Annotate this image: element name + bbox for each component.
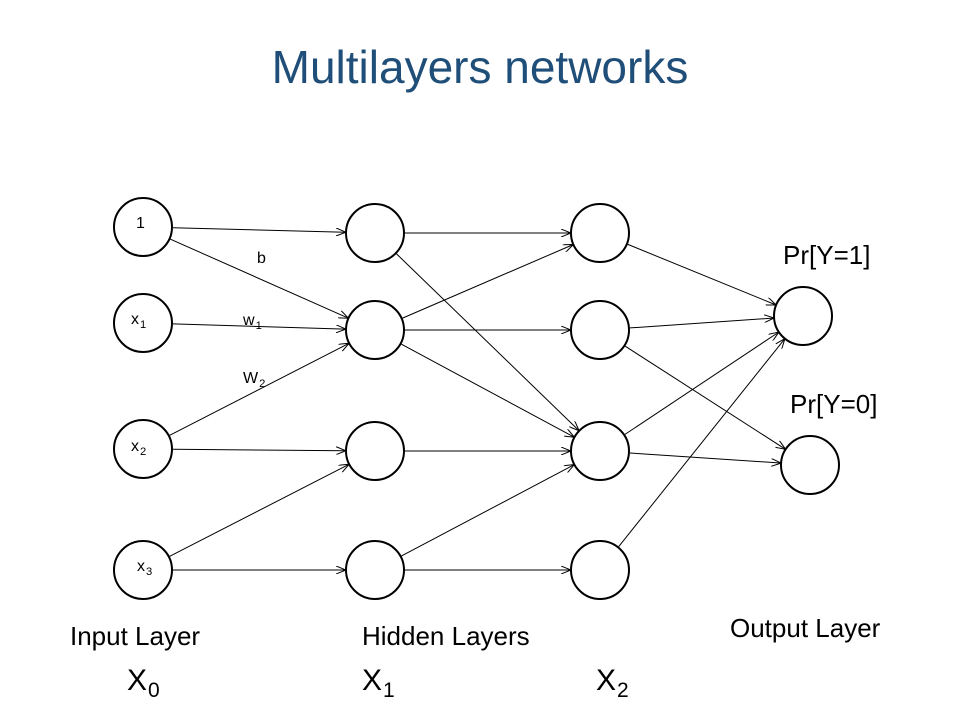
edge-g0-o0	[627, 243, 775, 304]
input-layer-label: Input Layer	[70, 621, 201, 651]
edge-i0-h0	[172, 227, 345, 232]
output-label-y1: Pr[Y=1]	[783, 240, 871, 270]
edge-g3-o0	[618, 339, 785, 547]
node-i1	[113, 293, 173, 353]
node-g2	[570, 421, 630, 481]
edge-g2-o0	[624, 333, 778, 435]
input-node-label-x1: x1	[131, 311, 147, 331]
node-h0	[345, 203, 405, 263]
page-title: Multilayers networks	[271, 41, 689, 93]
node-g0	[570, 203, 630, 263]
node-g1	[570, 300, 630, 360]
weight-label-b: b	[257, 250, 266, 267]
input-node-label-x2: x2	[131, 438, 147, 458]
edge-h3-g2	[401, 465, 574, 557]
edge-i1-h1	[172, 323, 345, 329]
edge-g1-o1	[624, 345, 785, 449]
node-h1	[345, 300, 405, 360]
edge-i3-h2	[169, 465, 349, 557]
edge-h0-g2	[396, 253, 579, 430]
weight-label-w1: w1	[243, 312, 262, 332]
node-h2	[345, 421, 405, 481]
edge-g1-o0	[629, 318, 773, 329]
layer-symbol-x0: X0	[127, 664, 160, 703]
node-h3	[345, 540, 405, 600]
node-g3	[570, 540, 630, 600]
edge-i0-h1	[170, 238, 347, 318]
input-node-label-x3: x3	[137, 558, 153, 578]
edge-h1-g2	[401, 343, 573, 437]
edge-h1-g0	[402, 245, 573, 319]
node-i3	[113, 540, 173, 600]
edge-i2-h1	[169, 344, 349, 436]
output-layer-label: Output Layer	[730, 613, 881, 643]
edge-g2-o1	[629, 452, 780, 463]
layer-symbol-x1: X1	[362, 664, 395, 703]
node-o0	[773, 286, 833, 346]
node-i0	[113, 197, 173, 257]
weight-label-w2: W2	[243, 370, 266, 390]
node-i2	[113, 419, 173, 479]
layer-symbol-x2: X2	[596, 664, 629, 703]
output-label-y0: Pr[Y=0]	[790, 389, 878, 419]
node-o1	[780, 435, 840, 495]
edge-i2-h2	[172, 449, 345, 450]
hidden-layers-label: Hidden Layers	[362, 621, 530, 651]
input-node-label-bias: 1	[136, 215, 145, 232]
